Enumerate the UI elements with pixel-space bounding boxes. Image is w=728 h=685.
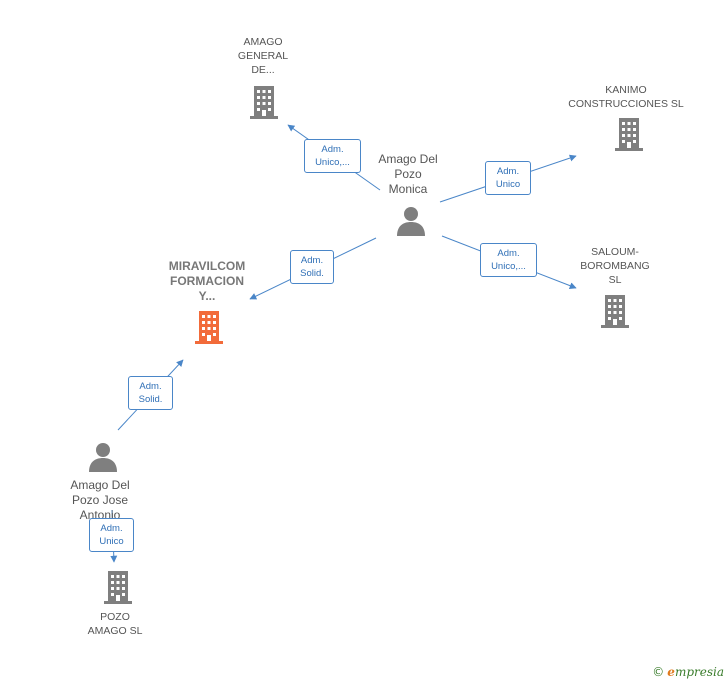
building-icon[interactable] — [102, 569, 134, 605]
role-text: Adm. Unico,... — [315, 144, 350, 168]
role-text: Adm. Unico,... — [491, 248, 526, 272]
building-icon[interactable] — [599, 293, 631, 329]
edge-label-monica-miravilcom[interactable]: Adm. Solid. — [290, 250, 334, 284]
person-name: Amago Del Pozo Monica — [378, 152, 438, 196]
edge-label-monica-amago-general[interactable]: Adm. Unico,... — [304, 139, 361, 173]
building-icon-focus[interactable] — [193, 309, 225, 345]
company-name: SALOUM- BOROMBANG SL — [580, 246, 650, 286]
role-text: Adm. Unico — [495, 166, 521, 190]
node-label-miravilcom[interactable]: MIRAVILCOM FORMACION Y... — [152, 259, 262, 304]
edge-label-monica-saloum[interactable]: Adm. Unico,... — [480, 243, 537, 277]
building-icon[interactable] — [248, 84, 280, 120]
node-label-kanimo[interactable]: KANIMO CONSTRUCCIONES SL — [556, 83, 696, 111]
company-name: AMAGO GENERAL DE... — [237, 36, 289, 76]
person-icon[interactable] — [395, 205, 427, 237]
edge-label-monica-kanimo[interactable]: Adm. Unico — [485, 161, 531, 195]
role-text: Adm. Unico — [99, 523, 124, 547]
brand-logo-text: mpresia — [674, 665, 724, 679]
edge-label-jose-miravilcom[interactable]: Adm. Solid. — [128, 376, 173, 410]
person-name: Amago Del Pozo Jose Antonio — [70, 478, 130, 522]
brand-watermark: ©empresia — [652, 665, 724, 679]
brand-logo-e: e — [667, 665, 675, 679]
node-label-saloum[interactable]: SALOUM- BOROMBANG SL — [570, 245, 660, 287]
node-label-amago-general[interactable]: AMAGO GENERAL DE... — [218, 35, 308, 77]
company-name: KANIMO CONSTRUCCIONES SL — [568, 84, 684, 110]
node-label-monica[interactable]: Amago Del Pozo Monica — [363, 152, 453, 197]
node-label-jose-antonio[interactable]: Amago Del Pozo Jose Antonio — [55, 478, 145, 523]
role-text: Adm. Solid. — [300, 255, 324, 279]
building-icon[interactable] — [613, 116, 645, 152]
person-icon[interactable] — [87, 441, 119, 473]
edge-label-jose-pozo[interactable]: Adm. Unico — [89, 518, 134, 552]
company-name: POZO AMAGO SL — [87, 611, 143, 637]
role-text: Adm. Solid. — [138, 381, 163, 405]
company-name: MIRAVILCOM FORMACION Y... — [168, 259, 246, 303]
node-label-pozo-amago[interactable]: POZO AMAGO SL — [70, 610, 160, 638]
copyright-icon: © — [652, 665, 665, 679]
